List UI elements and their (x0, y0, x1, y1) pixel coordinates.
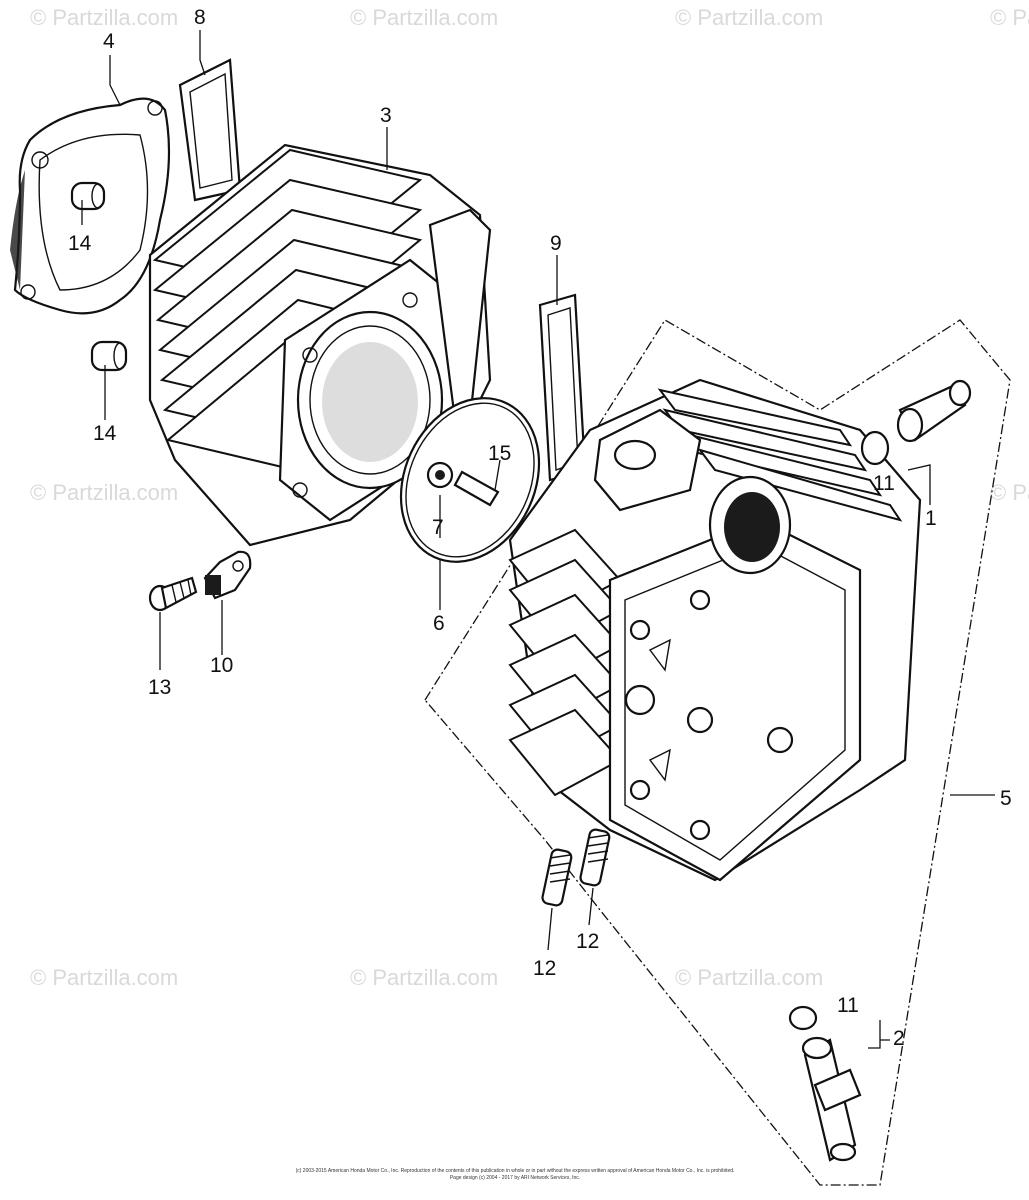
clamp-part-10 (203, 550, 252, 600)
valve-guide-part-2 (801, 1036, 862, 1162)
dowel-pin-part-14 (90, 340, 128, 372)
dowel-pin-part-14 (70, 181, 106, 211)
watermark: © Partzilla.com (675, 5, 823, 30)
watermark: © Partzilla.com (990, 5, 1029, 30)
gasket-part-8 (178, 58, 242, 202)
watermark: © Partzilla.com (350, 965, 498, 990)
head-fins (508, 388, 903, 797)
seal-part-11 (788, 1005, 818, 1031)
valve-guide-part-1 (896, 379, 972, 443)
watermark: © Partzilla.com (990, 480, 1029, 505)
seal-part-11 (860, 430, 890, 466)
callout-12: 12 (533, 957, 556, 980)
callout-10: 10 (210, 654, 233, 677)
callouts: 4 8 3 14 14 9 15 7 6 10 13 11 1 5 12 12 … (68, 6, 1012, 1050)
callout-12: 12 (576, 930, 599, 953)
watermark: © Partzilla.com (30, 480, 178, 505)
callout-11: 11 (837, 994, 859, 1017)
watermark: © Partzilla.com (675, 965, 823, 990)
callout-2: 2 (893, 1027, 905, 1050)
leader-lines (81, 30, 995, 1049)
watermark: © Partzilla.com (30, 965, 178, 990)
callout-13: 13 (148, 676, 171, 699)
guide-part-7 (426, 461, 454, 489)
callout-15: 15 (488, 442, 511, 465)
callout-11: 11 (873, 472, 895, 495)
callout-14: 14 (68, 232, 92, 255)
watermark: © Partzilla.com (350, 5, 498, 30)
screw-part-13 (148, 576, 198, 612)
callout-14: 14 (93, 422, 117, 445)
callout-7: 7 (432, 516, 444, 539)
stud-part-12 (541, 848, 573, 907)
stud-part-12 (579, 828, 611, 887)
callout-1: 1 (925, 507, 937, 530)
callout-4: 4 (103, 30, 115, 53)
pin-part-15 (453, 470, 500, 507)
copyright-line: (c) 2003-2015 American Honda Motor Co., … (295, 1168, 735, 1174)
copyright-notice: (c) 2003-2015 American Honda Motor Co., … (230, 1168, 800, 1182)
page-design-line: Page design (c) 2004 - 2017 by ARI Netwo… (449, 1175, 581, 1181)
callout-9: 9 (550, 232, 562, 255)
callout-6: 6 (433, 612, 445, 635)
callout-5: 5 (1000, 787, 1012, 810)
assembly-outline-part-5 (424, 319, 1011, 1186)
cylinder-head (508, 378, 922, 882)
watermark: © Partzilla.com (30, 5, 178, 30)
callout-8: 8 (194, 6, 206, 29)
callout-3: 3 (380, 104, 392, 127)
